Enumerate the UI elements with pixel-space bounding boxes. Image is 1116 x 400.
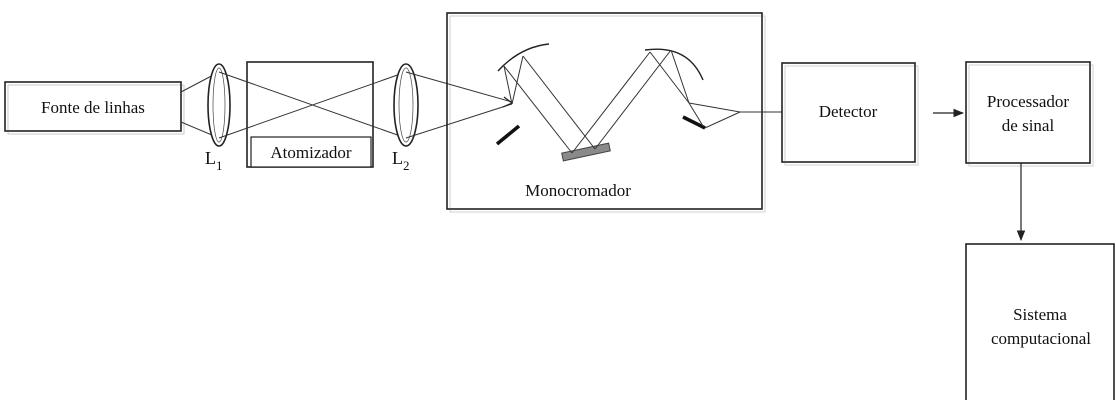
processor-box bbox=[965, 61, 1091, 164]
lens-l2-shape bbox=[393, 63, 419, 147]
detector-block: Detector bbox=[781, 62, 919, 166]
source-box bbox=[4, 81, 182, 132]
monochromator-block: Monocromador bbox=[446, 12, 766, 213]
atomizer-label-group: Atomizador bbox=[250, 136, 372, 168]
beam-to-detector bbox=[688, 102, 782, 129]
processor-label-line2: de sinal bbox=[1002, 116, 1055, 135]
source-block: Fonte de linhas bbox=[4, 81, 185, 135]
lens-l2: L2 bbox=[392, 63, 419, 173]
collimating-mirror bbox=[497, 43, 550, 72]
computer-label-line1: Sistema bbox=[1013, 305, 1067, 324]
computer-label-line2: computacional bbox=[991, 329, 1091, 348]
internal-rays bbox=[503, 49, 704, 154]
processor-block: Processador de sinal bbox=[965, 61, 1094, 167]
monochromator-label: Monocromador bbox=[525, 181, 631, 200]
monochromator-box bbox=[446, 12, 763, 210]
lens-l1-label: L1 bbox=[205, 148, 223, 173]
source-label: Fonte de linhas bbox=[41, 98, 145, 117]
computer-box bbox=[965, 243, 1115, 400]
lens-l2-label: L2 bbox=[392, 148, 410, 173]
diffraction-grating bbox=[561, 142, 611, 162]
focusing-mirror bbox=[644, 48, 704, 81]
entrance-slit bbox=[495, 124, 521, 146]
computer-block: Sistema computacional bbox=[965, 243, 1115, 400]
detector-label: Detector bbox=[819, 102, 878, 121]
atomizer-label-box bbox=[250, 136, 372, 168]
lens-l1: L1 bbox=[205, 63, 231, 173]
lens-l1-shape bbox=[207, 63, 231, 147]
beam-to-slit bbox=[405, 71, 514, 139]
atomizer-label: Atomizador bbox=[270, 143, 352, 162]
processor-label-line1: Processador bbox=[987, 92, 1069, 111]
exit-slit bbox=[682, 115, 706, 130]
beam-crossing bbox=[218, 71, 407, 139]
detector-box bbox=[781, 62, 916, 163]
